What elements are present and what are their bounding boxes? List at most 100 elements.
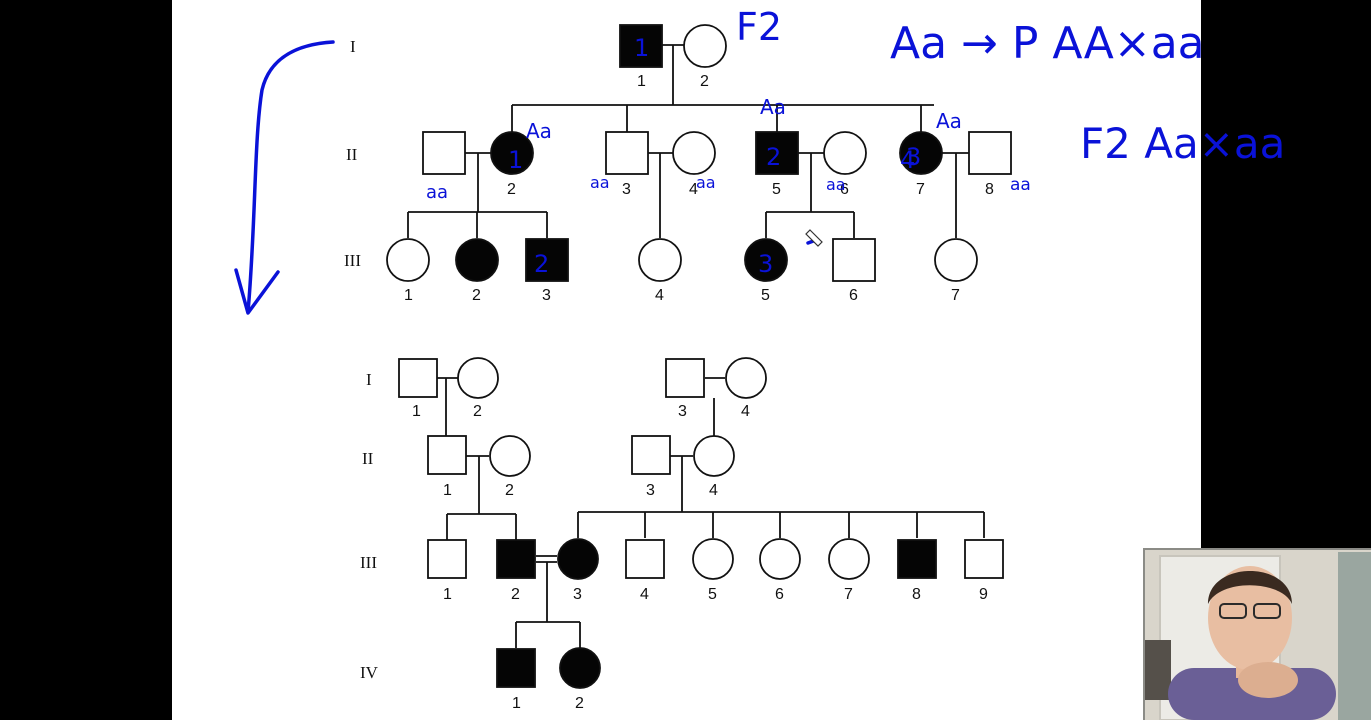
individual-number: 4 <box>741 403 750 420</box>
genotype-note: Aa <box>526 119 552 143</box>
pedigree-male-affected <box>525 238 569 282</box>
pedigree-female <box>828 538 870 580</box>
pedigree-male <box>832 238 876 282</box>
cross-rule-f2: F2 Aa×aa <box>1080 119 1285 168</box>
webcam-hands <box>1238 662 1298 698</box>
f2-annotation: F2 <box>736 5 782 49</box>
pedigree-male-affected <box>897 539 937 579</box>
pedigree-female-affected <box>490 131 534 175</box>
individual-number: 1 <box>443 482 452 499</box>
pedigree-female-affected <box>744 238 788 282</box>
pedigree-female <box>489 435 531 477</box>
pen-cursor-icon <box>805 229 823 247</box>
individual-number: 1 <box>412 403 421 420</box>
individual-number: 2 <box>505 482 514 499</box>
pedigree-female <box>934 238 978 282</box>
pedigree-female <box>759 538 801 580</box>
pedigree-female <box>672 131 716 175</box>
pedigree-female <box>823 131 867 175</box>
generation-arrow <box>246 40 335 314</box>
individual-number: 1 <box>443 586 452 603</box>
pedigree-female <box>692 538 734 580</box>
pedigree-female <box>693 435 735 477</box>
webcam-person-head <box>1208 566 1292 670</box>
individual-number: 5 <box>761 287 770 304</box>
webcam-person-hair <box>1208 571 1292 604</box>
individual-number: 1 <box>512 695 521 712</box>
individual-number: 2 <box>507 181 516 198</box>
individual-number: 5 <box>708 586 717 603</box>
individual-number: 9 <box>979 586 988 603</box>
pedigree-male <box>427 539 467 579</box>
webcam-inset <box>1143 548 1371 720</box>
pedigree-top: I II III <box>344 24 1012 304</box>
individual-number: 3 <box>622 181 631 198</box>
pedigree-female-affected <box>557 538 599 580</box>
pedigree-female <box>725 357 767 399</box>
cross-rule-parental: Aa → P AA×aa <box>890 18 1205 69</box>
genotype-note: aa <box>1010 175 1031 195</box>
genotype-note: aa <box>696 173 716 192</box>
pedigree-male <box>631 435 671 475</box>
individual-number: 2 <box>575 695 584 712</box>
individual-number: 4 <box>689 181 698 198</box>
individual-number: 2 <box>511 586 520 603</box>
individual-number: 3 <box>542 287 551 304</box>
pedigree-female-affected <box>455 238 499 282</box>
generation-label: II <box>346 145 358 164</box>
generation-label: IV <box>360 663 379 682</box>
symbol-number-note: 4 <box>900 146 915 174</box>
genotype-note: aa <box>426 182 448 203</box>
individual-number: 6 <box>840 181 849 198</box>
symbol-number-note: 3 <box>758 250 773 278</box>
individual-number: 8 <box>912 586 921 603</box>
individual-number: 3 <box>678 403 687 420</box>
individual-number: 7 <box>844 586 853 603</box>
genotype-note: aa <box>826 175 846 194</box>
pedigree-male <box>422 131 466 175</box>
individual-number: 3 <box>646 482 655 499</box>
symbol-number-note: 1 <box>508 146 523 174</box>
pedigree-female <box>386 238 430 282</box>
individual-number: 6 <box>775 586 784 603</box>
generation-label: II <box>362 449 374 468</box>
genotype-note: Aa <box>760 95 786 119</box>
pedigree-male <box>968 131 1012 175</box>
individual-number: 6 <box>849 287 858 304</box>
pedigree-female <box>457 357 499 399</box>
arrow-head-icon <box>234 268 280 315</box>
pedigree-bottom: I II III IV <box>360 357 1004 712</box>
pedigree-male <box>398 358 438 398</box>
genotype-note: Aa <box>936 109 962 133</box>
pedigree-male <box>625 539 665 579</box>
generation-label: I <box>366 370 372 389</box>
pedigree-female <box>683 24 727 68</box>
generation-label: III <box>344 251 361 270</box>
generation-label: I <box>350 37 356 56</box>
individual-number: 1 <box>637 73 646 90</box>
individual-number: 2 <box>473 403 482 420</box>
pedigree-lines <box>407 44 969 238</box>
pedigree-male-affected <box>619 24 663 68</box>
individual-number: 3 <box>573 586 582 603</box>
pedigree-male <box>427 435 467 475</box>
individual-number: 7 <box>951 287 960 304</box>
pedigree-female-affected <box>899 131 943 175</box>
symbol-number-note: 2 <box>534 250 549 278</box>
webcam-glasses <box>1219 603 1247 619</box>
symbol-number-note: 3 <box>906 143 921 171</box>
handwritten-annotations: F2 Aa → P AA×aa F2 Aa×aa Aa Aa Aa aa aa … <box>234 5 1285 315</box>
pedigree-male <box>964 539 1004 579</box>
individual-number: 4 <box>655 287 664 304</box>
pedigree-male-affected <box>755 131 799 175</box>
pedigree-male <box>665 358 705 398</box>
individual-number: 5 <box>772 181 781 198</box>
generation-label: III <box>360 553 377 572</box>
pedigree-male <box>605 131 649 175</box>
individual-number: 4 <box>640 586 649 603</box>
individual-number: 4 <box>709 482 718 499</box>
pedigree-lines <box>437 377 985 648</box>
pedigree-male-affected <box>496 539 536 579</box>
pedigree-female-affected <box>559 647 601 689</box>
